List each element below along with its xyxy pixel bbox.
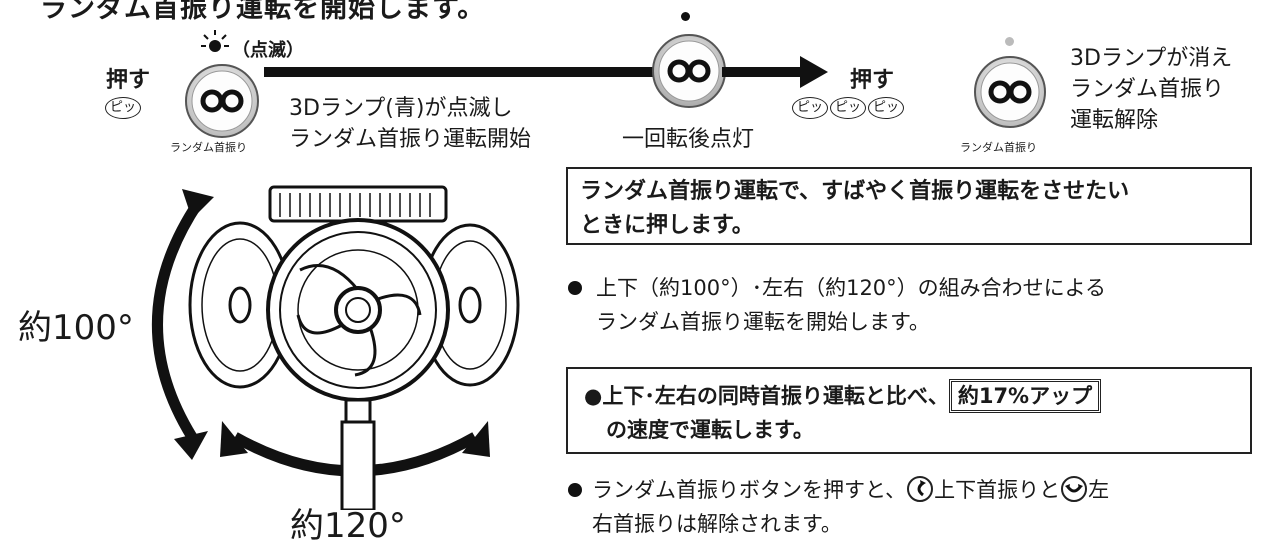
beep-pill: ピッ <box>830 97 867 119</box>
speed-box: ●上下･左右の同時首振り運転と比べ、約17%アップ の速度で運転します。 <box>566 367 1252 454</box>
random-swing-button-release[interactable] <box>972 54 1048 134</box>
step1-push-label: 押す <box>106 68 151 93</box>
random-swing-button-icon <box>974 56 1046 128</box>
arrow-right-icon <box>722 56 828 88</box>
lit-button <box>650 32 728 114</box>
blink-label: （点滅） <box>232 40 304 61</box>
bullet-2-part3: 左 <box>1088 478 1110 502</box>
blink-sun-icon <box>201 30 229 52</box>
page-title: ランダム首振り運転を開始します。 <box>40 0 486 24</box>
step3-desc-line1: 3Dランプが消え <box>1070 46 1233 71</box>
bullet-2: ランダム首振りボタンを押すと、 上下首振りと 左 右首振りは解除されます。 <box>568 473 1268 541</box>
beep-pill: ピッ <box>105 97 142 119</box>
bullet-1-line2: ランダム首振り運転を開始します。 <box>596 310 930 334</box>
step3-desc-line2: ランダム首振り <box>1070 77 1225 102</box>
step2-caption: 一回転後点灯 <box>622 127 755 152</box>
bullet-2-part2: 上下首振りと <box>934 478 1061 502</box>
step3-beeps: ピッピッピッ <box>792 96 906 119</box>
random-swing-button[interactable] <box>183 62 261 144</box>
vertical-angle-label: 約100° <box>18 308 134 348</box>
bullet-dot <box>568 483 582 497</box>
timeline-bar <box>264 67 657 77</box>
info-box: ランダム首振り運転で、すばやく首振り運転をさせたい ときに押します。 <box>566 167 1252 245</box>
step1-desc-line1: 3Dランプ(青)が点滅し <box>289 96 513 121</box>
fan-illustration <box>151 185 520 510</box>
random-swing-button-label: ランダム首振り <box>170 141 247 154</box>
speed-box-line2: の速度で運転します。 <box>606 418 814 442</box>
bullet-2-part1: ランダム首振りボタンを押すと、 <box>592 478 907 502</box>
beep-pill: ピッ <box>868 97 905 119</box>
random-swing-button-icon <box>185 64 259 138</box>
speed-highlight: 約17%アップ <box>948 379 1102 413</box>
random-swing-button-label: ランダム首振り <box>960 141 1037 154</box>
bullet-dot <box>568 281 582 295</box>
bullet-1-line1: 上下（約100°）･左右（約120°）の組み合わせによる <box>596 276 1107 300</box>
beep-pill: ピッ <box>792 97 829 119</box>
step3-push-label: 押す <box>850 68 895 93</box>
lit-button-icon <box>652 34 726 108</box>
step1-beep: ピッ <box>105 96 143 119</box>
speed-box-prefix: ●上下･左右の同時首振り運転と比べ、 <box>584 384 949 408</box>
lamp-dot-lit <box>681 12 690 21</box>
bullet-1: 上下（約100°）･左右（約120°）の組み合わせによる ランダム首振り運転を開… <box>568 271 1268 339</box>
info-box-line1: ランダム首振り運転で、すばやく首振り運転をさせたい <box>580 179 1130 204</box>
horizontal-swing-button-icon <box>1061 476 1088 502</box>
info-box-line2: ときに押します。 <box>580 213 754 238</box>
vertical-swing-button-icon <box>907 476 934 502</box>
step1-desc-line2: ランダム首振り運転開始 <box>289 127 532 152</box>
lamp-dot-off <box>1005 37 1014 46</box>
bullet-2-line2: 右首振りは解除されます。 <box>592 512 842 536</box>
horizontal-angle-label: 約120° <box>290 506 406 546</box>
step3-desc-line3: 運転解除 <box>1070 108 1159 133</box>
